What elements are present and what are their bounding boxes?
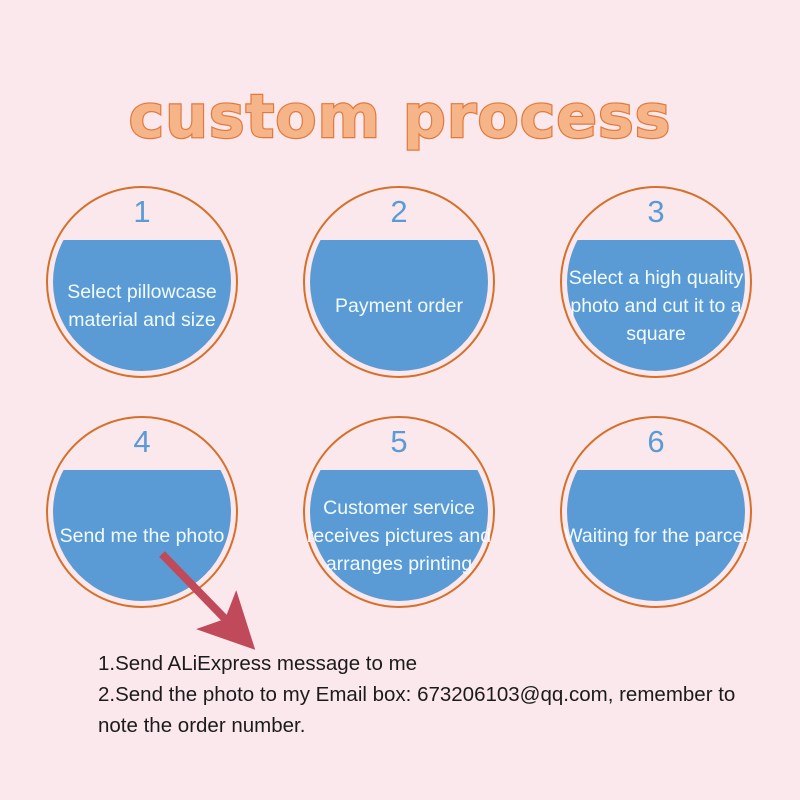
step-5-label: Customer service receives pictures and a… <box>306 496 492 576</box>
step-5-number: 5 <box>390 424 408 459</box>
step-circle-3[interactable]: 3 Select a high quality photo and cut it… <box>560 186 752 378</box>
step-1-ring <box>46 186 238 378</box>
footnote-line-2: 2.Send the photo to my Email box: 673206… <box>98 683 736 738</box>
step-1-number: 1 <box>133 194 151 229</box>
step-4-ring <box>46 416 238 608</box>
step-circle-4[interactable]: 4 Send me the photo <box>46 416 238 608</box>
step-2-label: Payment order <box>335 294 463 317</box>
step-3-number: 3 <box>647 194 665 229</box>
step-circle-5[interactable]: 5 Customer service receives pictures and… <box>303 416 495 608</box>
step-3-ring <box>560 186 752 378</box>
step-2-number: 2 <box>390 194 408 229</box>
step-1-label: Select pillowcase material and size <box>67 280 217 331</box>
step-6-label: Waiting for the parcel <box>564 524 748 547</box>
step-circle-1[interactable]: 1 Select pillowcase material and size <box>46 186 238 378</box>
step-4-number: 4 <box>133 424 151 459</box>
step-3-label: Select a high quality photo and cut it t… <box>568 266 744 346</box>
step-4-label: Send me the photo <box>59 524 225 547</box>
footnote-line-1: 1.Send ALiExpress message to me <box>98 652 418 675</box>
page-title: custom process <box>127 82 672 152</box>
step-circle-2[interactable]: 2 Payment order <box>303 186 495 378</box>
step-6-ring <box>560 416 752 608</box>
step-6-number: 6 <box>647 424 665 459</box>
step-5-ring <box>303 416 495 608</box>
step-2-ring <box>303 186 495 378</box>
step-circle-6[interactable]: 6 Waiting for the parcel <box>560 416 752 608</box>
footnote: 1.Send ALiExpress message to me 2.Send t… <box>98 648 758 741</box>
